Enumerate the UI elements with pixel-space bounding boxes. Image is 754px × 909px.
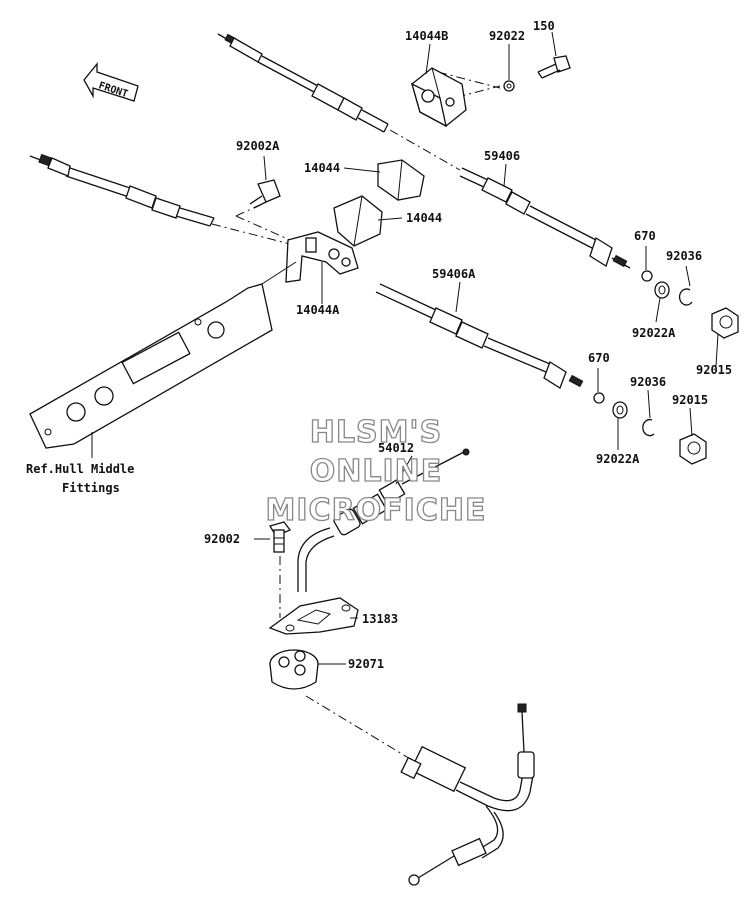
watermark-line2: ONLINE bbox=[310, 454, 443, 489]
washer-92022A-upper bbox=[654, 281, 670, 299]
label-92002: 92002 bbox=[204, 532, 240, 546]
label-59406: 59406 bbox=[484, 149, 520, 163]
label-59406A: 59406A bbox=[432, 267, 476, 281]
clip-14044-lower bbox=[333, 195, 383, 247]
guide-line bbox=[389, 129, 461, 171]
label-670-lower: 670 bbox=[588, 351, 610, 365]
washer-92022 bbox=[503, 80, 515, 92]
label-ref-hull-line1: Ref.Hull Middle bbox=[26, 462, 134, 476]
label-14044A: 14044A bbox=[296, 303, 340, 317]
clip-92036-upper bbox=[678, 288, 693, 306]
guide-line bbox=[437, 85, 501, 103]
bracket-14044A bbox=[285, 231, 359, 283]
label-54012: 54012 bbox=[378, 441, 414, 455]
label-92071: 92071 bbox=[348, 657, 384, 671]
label-14044B: 14044B bbox=[405, 29, 448, 43]
guide-line bbox=[211, 223, 291, 245]
oring-670-upper bbox=[641, 270, 653, 282]
hull-middle-fittings-plate bbox=[29, 261, 297, 449]
grommet-92071 bbox=[269, 649, 319, 690]
label-92022: 92022 bbox=[489, 29, 525, 43]
guide-line bbox=[305, 695, 413, 761]
guide-line bbox=[437, 71, 501, 89]
label-92036-upper: 92036 bbox=[666, 249, 702, 263]
bolt-92002 bbox=[269, 521, 292, 553]
label-14044-lower: 14044 bbox=[406, 211, 442, 225]
label-14044-upper: 14044 bbox=[304, 161, 340, 175]
label-92015-upper: 92015 bbox=[696, 363, 732, 377]
bracket-14044B bbox=[410, 67, 467, 128]
upper-cable bbox=[217, 33, 389, 133]
middle-cable bbox=[29, 153, 215, 227]
watermark: HLSM'S ONLINE MICROFICHE bbox=[265, 414, 487, 528]
label-670-upper: 670 bbox=[634, 229, 656, 243]
oring-670-lower bbox=[593, 392, 605, 404]
label-ref-hull-line2: Fittings bbox=[62, 481, 120, 495]
lower-cable bbox=[400, 703, 535, 886]
leader-lines bbox=[91, 31, 719, 665]
label-92002A: 92002A bbox=[236, 139, 280, 153]
label-92015-lower: 92015 bbox=[672, 393, 708, 407]
front-arrow-icon: FRONT bbox=[83, 62, 139, 102]
cable-54012 bbox=[297, 448, 470, 592]
label-92022A-lower: 92022A bbox=[596, 452, 640, 466]
guide-line bbox=[235, 215, 291, 241]
nut-92015-lower bbox=[679, 433, 707, 465]
washer-92022A-lower bbox=[612, 401, 628, 419]
watermark-line1: HLSM'S bbox=[310, 415, 442, 450]
clip-92036-lower bbox=[642, 418, 655, 437]
label-13183: 13183 bbox=[362, 612, 398, 626]
guide-line bbox=[235, 203, 263, 217]
cable-59406A bbox=[375, 283, 584, 389]
label-92036-lower: 92036 bbox=[630, 375, 666, 389]
clip-14044-upper bbox=[377, 159, 425, 201]
bolt-150 bbox=[537, 55, 571, 79]
cable-59406 bbox=[459, 167, 631, 269]
nut-92015-upper bbox=[711, 307, 739, 339]
gasket-13183 bbox=[268, 597, 359, 635]
label-150: 150 bbox=[533, 19, 555, 33]
bolt-92002A bbox=[249, 179, 281, 209]
label-92022A-upper: 92022A bbox=[632, 326, 676, 340]
watermark-line3: MICROFICHE bbox=[266, 493, 487, 528]
